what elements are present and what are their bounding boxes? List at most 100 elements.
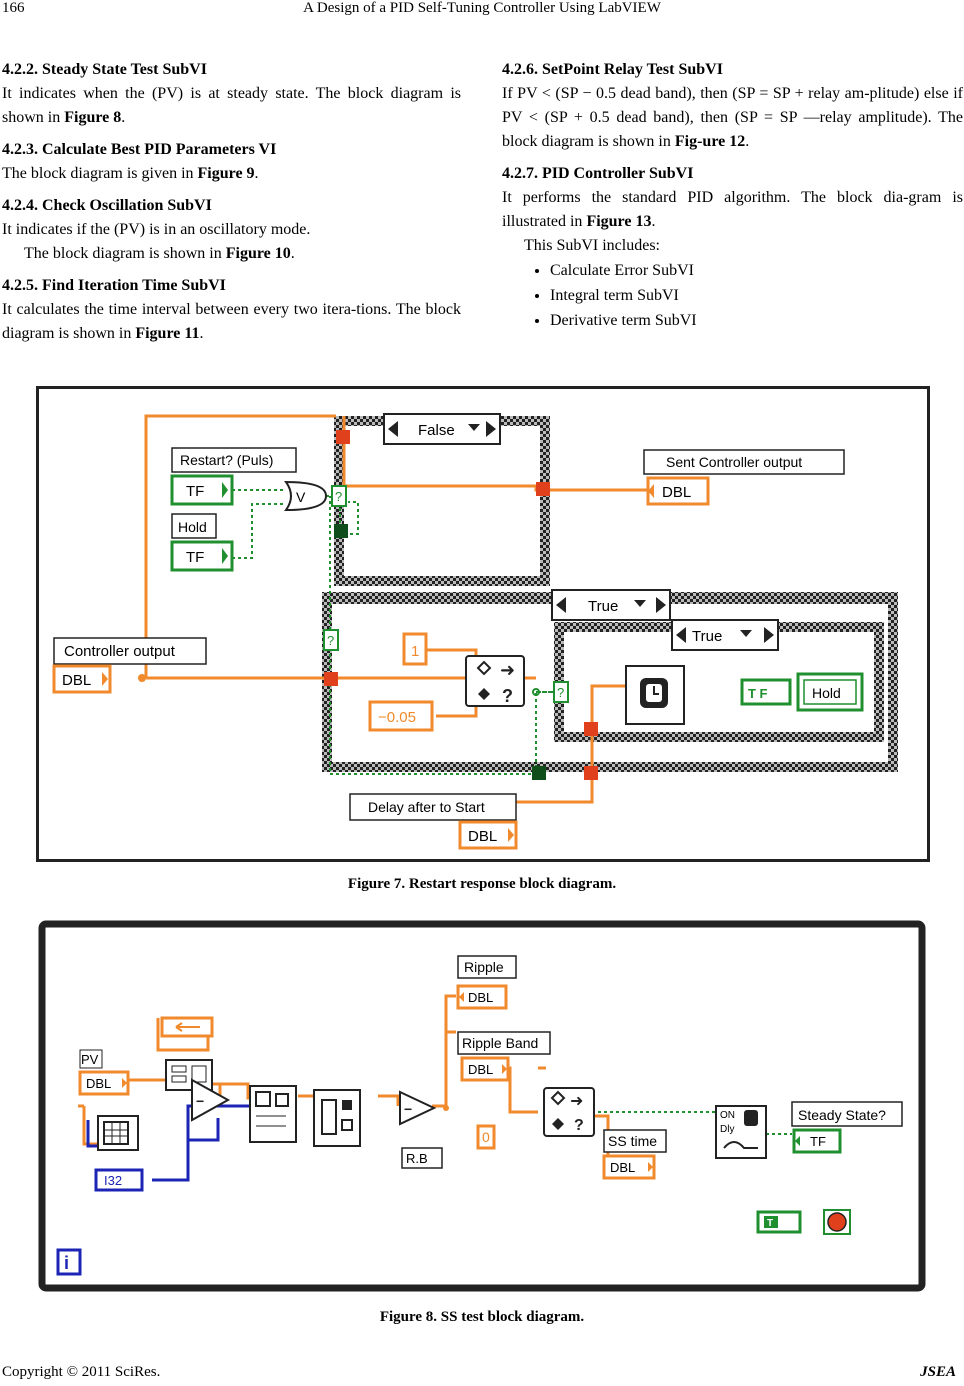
- figure-7-diagram: False True True: [36, 386, 930, 862]
- svg-text:DBL: DBL: [662, 484, 691, 501]
- stop-icon: [827, 1212, 847, 1232]
- svg-text:TF: TF: [186, 483, 204, 500]
- svg-text:Restart? (Puls): Restart? (Puls): [180, 452, 273, 468]
- paragraph: If PV < (SP − 0.5 dead band), then (SP =…: [502, 85, 963, 150]
- section-title: 4.2.3. Calculate Best PID Parameters VI: [2, 141, 277, 158]
- figure-8-diagram: PV DBL − I32 − R.B Ripple DBL Ripple Ban…: [38, 920, 926, 1294]
- chevron-down-icon: [740, 630, 752, 637]
- constant-neg: [368, 700, 434, 732]
- tf-constant: [740, 678, 792, 706]
- svg-text:PV: PV: [81, 1052, 99, 1067]
- rb-label: [401, 1147, 443, 1169]
- svg-text:DBL: DBL: [610, 1160, 635, 1175]
- constant-one: [402, 632, 428, 666]
- selector-tunnel: [323, 629, 339, 651]
- svg-text:➜: ➜: [570, 1093, 583, 1110]
- subtract-function: [191, 1078, 231, 1122]
- svg-text:Ripple Band: Ripple Band: [462, 1035, 538, 1051]
- select-function: [465, 655, 525, 707]
- section-title: 4.2.2. Steady State Test SubVI: [2, 61, 207, 78]
- section-title: 4.2.4. Check Oscillation SubVI: [2, 197, 212, 214]
- svg-text:T: T: [767, 1218, 773, 1229]
- next-case-icon: [486, 421, 496, 437]
- select-function: [543, 1087, 595, 1137]
- prev-case-icon: [556, 597, 566, 613]
- svg-text:Hold: Hold: [812, 685, 841, 701]
- svg-text:True: True: [588, 598, 618, 615]
- journal-name: JSEA: [920, 1364, 956, 1380]
- figure-8-caption: Figure 8. SS test block diagram.: [379, 1309, 585, 1325]
- tunnel: [584, 722, 598, 736]
- svg-text:TF: TF: [810, 1134, 826, 1149]
- figure-ref[interactable]: Figure 11: [135, 325, 200, 342]
- svg-text:Sent Controller output: Sent Controller output: [666, 454, 802, 470]
- svg-text:Ripple: Ripple: [464, 959, 504, 975]
- svg-text:False: False: [418, 422, 455, 439]
- case-structure-false: False: [334, 413, 550, 586]
- svg-text:?: ?: [335, 489, 342, 504]
- tunnel: [324, 672, 338, 686]
- chevron-down-icon: [634, 600, 646, 607]
- figure-7-caption: Figure 7. Restart response block diagram…: [347, 876, 617, 892]
- figure-ref[interactable]: Figure 9: [197, 165, 255, 182]
- svg-text:1: 1: [411, 643, 419, 660]
- selector-tunnel: [331, 485, 347, 507]
- tunnel: [532, 766, 546, 780]
- restart-label: [171, 447, 297, 473]
- svg-text:DBL: DBL: [468, 990, 493, 1005]
- figure-ref[interactable]: Fig-ure 12: [674, 133, 746, 150]
- tunnel: [536, 482, 550, 496]
- svg-text:SS time: SS time: [608, 1133, 657, 1149]
- subtract-function: [399, 1090, 437, 1126]
- steady-state-label: [791, 1101, 903, 1127]
- controller-output-label: [53, 637, 207, 665]
- ripple-label: [457, 955, 517, 979]
- next-case-icon: [656, 597, 666, 613]
- svg-text:I32: I32: [104, 1173, 122, 1188]
- section-title: 4.2.6. SetPoint Relay Test SubVI: [502, 61, 723, 78]
- ss-time-terminal: [602, 1154, 656, 1180]
- info-icon: [56, 1248, 82, 1276]
- prev-case-icon: [676, 627, 686, 643]
- green-wires: [598, 1111, 792, 1135]
- right-column: 4.2.6. SetPoint Relay Test SubVI If PV <…: [502, 58, 963, 333]
- paragraph: It indicates when the (PV) is at steady …: [2, 85, 461, 126]
- svg-text:R.B: R.B: [406, 1151, 428, 1166]
- running-title: A Design of a PID Self-Tuning Controller…: [303, 0, 661, 16]
- svg-text:?: ?: [557, 685, 564, 700]
- svg-text:?: ?: [327, 633, 334, 648]
- svg-text:Steady State?: Steady State?: [798, 1107, 886, 1123]
- svg-text:➜: ➜: [500, 660, 515, 680]
- ss-time-label: [603, 1129, 667, 1153]
- copyright: Copyright © 2011 SciRes.: [2, 1364, 161, 1380]
- bullet-list: Calculate Error SubVI Integral term SubV…: [502, 258, 963, 333]
- page-number: 166: [2, 0, 25, 16]
- zero-constant: [476, 1124, 496, 1150]
- tunnel: [584, 766, 598, 780]
- delay-terminal: [458, 820, 518, 850]
- controller-output-terminal: [52, 664, 112, 694]
- figure-ref[interactable]: Figure 8: [64, 109, 122, 126]
- svg-text:Hold: Hold: [178, 519, 207, 535]
- tunnel: [336, 430, 350, 444]
- i32-terminal: [94, 1168, 144, 1192]
- sent-output-label: [643, 449, 845, 475]
- paragraph: This SubVI includes:: [524, 237, 660, 254]
- section-title: 4.2.7. PID Controller SubVI: [502, 165, 694, 182]
- figure-ref[interactable]: Figure 13: [586, 213, 652, 230]
- figure-ref[interactable]: Figure 10: [225, 245, 291, 262]
- svg-text:Delay after to Start: Delay after to Start: [368, 799, 485, 815]
- ripple-band-label: [457, 1031, 551, 1055]
- svg-text:Controller output: Controller output: [64, 643, 176, 660]
- paragraph: The block diagram is shown in Figure 10.: [24, 245, 295, 262]
- selector-tunnel: [553, 681, 569, 703]
- svg-text:−: −: [404, 1101, 412, 1117]
- next-case-icon: [764, 627, 774, 643]
- paragraph: It indicates if the (PV) is in an oscill…: [2, 221, 311, 238]
- svg-text:DBL: DBL: [62, 672, 91, 689]
- left-column: 4.2.2. Steady State Test SubVI It indica…: [2, 58, 461, 346]
- svg-text:DBL: DBL: [468, 1062, 493, 1077]
- delay-label: [349, 793, 517, 821]
- paragraph: It calculates the time interval between …: [2, 301, 461, 342]
- section-title: 4.2.5. Find Iteration Time SubVI: [2, 277, 226, 294]
